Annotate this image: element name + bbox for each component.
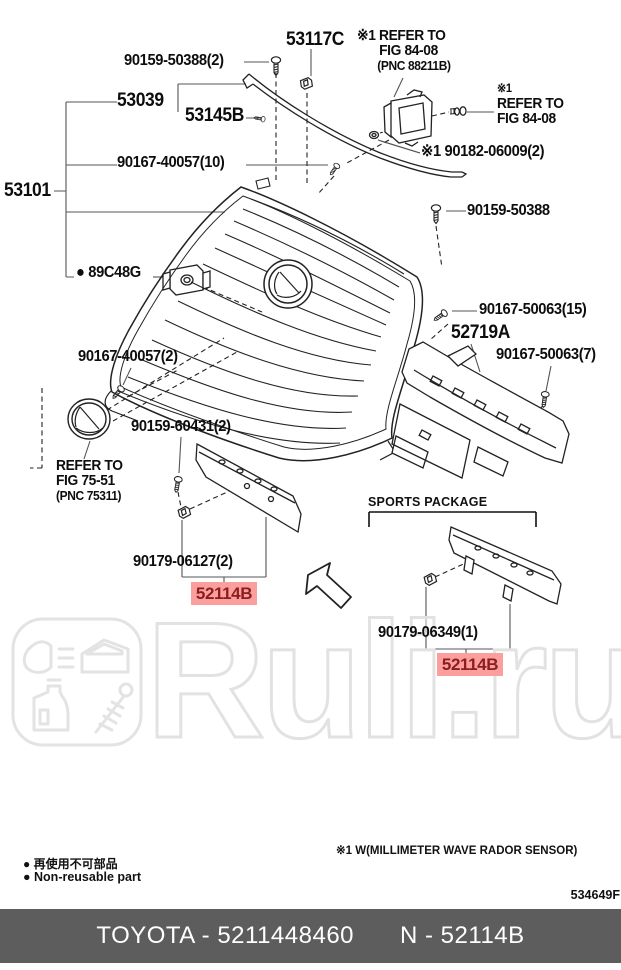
arrow-icon bbox=[305, 562, 352, 609]
part-label-53145b: 53145B bbox=[185, 105, 245, 126]
refer-note-top: ※1 REFER TO FIG 84-08 (PNC 88211B) bbox=[357, 28, 451, 73]
refer-note-line: FIG 84-08 bbox=[379, 42, 438, 59]
bracket-52719a-drawing bbox=[391, 341, 570, 479]
refer-note-emblem: REFER TO FIG 75-51 (PNC 75311) bbox=[56, 458, 123, 503]
sports-package-label: SPORTS PACKAGE bbox=[368, 495, 488, 509]
part-label-90179-06349-1: 90179-06349(1) bbox=[378, 624, 478, 641]
part-label-90167-50063-7: 90167-50063(7) bbox=[496, 346, 596, 363]
refer-note-right: ※1 REFER TO FIG 84-08 bbox=[497, 81, 564, 126]
footer-bar: TOYOTA - 5211448460 N - 52114B bbox=[0, 909, 621, 963]
clip-icon bbox=[299, 76, 314, 91]
screw-icon bbox=[539, 390, 550, 409]
footnote-non-reusable-en: ● Non-reusable part bbox=[23, 870, 141, 884]
leader-lines bbox=[54, 49, 552, 655]
refer-note-line: (PNC 75311) bbox=[56, 488, 122, 503]
screw-icon bbox=[270, 56, 282, 77]
screw-icon bbox=[430, 204, 442, 225]
clip-icon bbox=[177, 505, 192, 520]
part-label-90167-50063-15: 90167-50063(15) bbox=[479, 301, 587, 318]
part-label-89c48g: ● 89C48G bbox=[76, 264, 141, 281]
part-label-53101: 53101 bbox=[4, 180, 51, 201]
screw-icon bbox=[431, 308, 449, 324]
part-label-52719a: 52719A bbox=[451, 322, 511, 343]
clip-icon bbox=[423, 572, 438, 587]
doc-number: 534649F bbox=[570, 888, 620, 902]
footer-part-number: TOYOTA - 5211448460 bbox=[96, 922, 355, 949]
refer-note-line: (PNC 88211B) bbox=[377, 58, 451, 73]
refer-note-line: ※1 REFER TO bbox=[357, 27, 446, 44]
part-label-90159-50388: 90159-50388 bbox=[467, 202, 550, 219]
radar-sensor-drawing bbox=[368, 89, 467, 147]
part-label-90159-60431-2: 90159-60431(2) bbox=[131, 418, 231, 435]
highlighted-part-52114b-sports[interactable]: 52114B bbox=[437, 653, 503, 676]
refer-note-line: ※1 bbox=[497, 81, 512, 95]
part-label-53117c: 53117C bbox=[286, 29, 345, 50]
camera-drawing bbox=[162, 264, 211, 296]
footer-part-code: N - 52114B bbox=[400, 922, 525, 949]
parts-diagram-art bbox=[30, 49, 570, 655]
highlighted-part-52114b[interactable]: 52114B bbox=[191, 582, 257, 605]
part-label-90182-06009-2: ※1 90182-06009(2) bbox=[421, 143, 545, 160]
part-label-90167-40057-2: 90167-40057(2) bbox=[78, 348, 178, 365]
refer-note-line: FIG 75-51 bbox=[56, 472, 115, 489]
grille-drawing bbox=[104, 177, 424, 462]
footnote-sensor: ※1 W(MILLIMETER WAVE RADOR SENSOR) bbox=[336, 845, 578, 857]
molding-drawing bbox=[242, 73, 468, 178]
footnote-non-reusable-jp: ● 再使用不可部品 bbox=[23, 857, 118, 871]
sports-plate-bracket-drawing bbox=[448, 526, 562, 605]
refer-note-line: FIG 84-08 bbox=[497, 110, 556, 127]
part-label-90159-50388-2: 90159-50388(2) bbox=[124, 52, 224, 69]
dashed-lines bbox=[30, 73, 544, 578]
part-label-90179-06127-2: 90179-06127(2) bbox=[133, 553, 233, 570]
screw-icon bbox=[327, 161, 342, 178]
screw-icon bbox=[171, 475, 184, 494]
emblem-drawing bbox=[67, 398, 111, 440]
refer-note-line: REFER TO bbox=[497, 95, 564, 112]
part-label-53039: 53039 bbox=[117, 90, 164, 111]
refer-note-line: REFER TO bbox=[56, 457, 123, 474]
plate-bracket-drawing bbox=[195, 442, 302, 534]
screw-icon bbox=[253, 114, 266, 123]
part-label-90167-40057-10: 90167-40057(10) bbox=[117, 154, 225, 171]
